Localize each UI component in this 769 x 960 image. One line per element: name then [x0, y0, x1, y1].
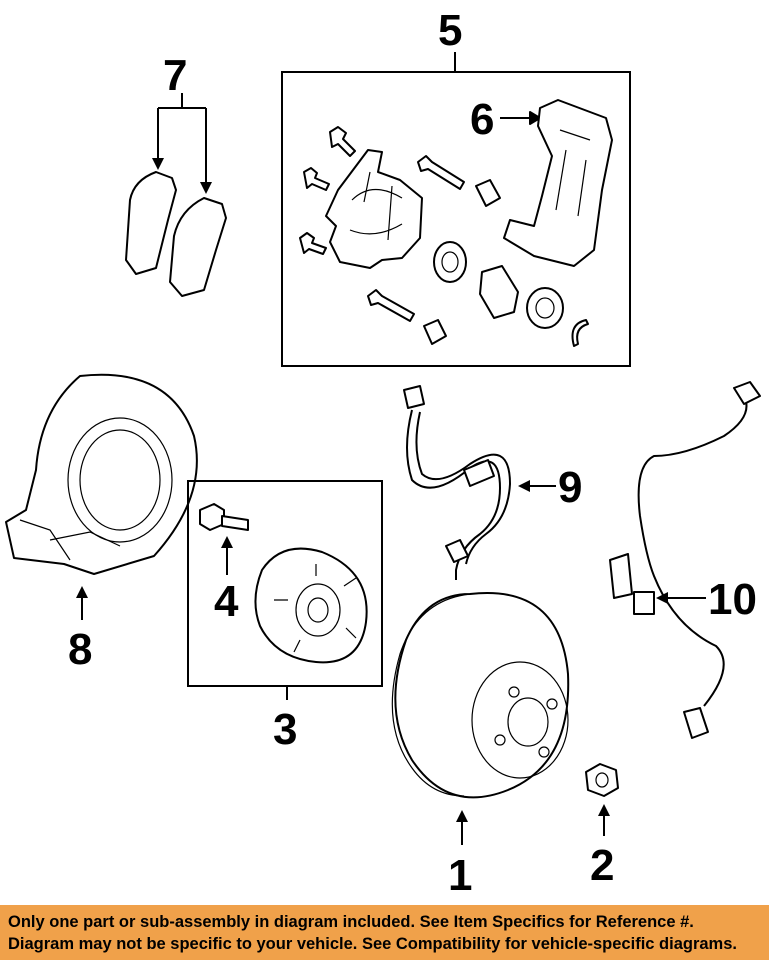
hub-assembly-box	[187, 480, 383, 687]
brake-pads-group: 7	[125, 51, 227, 297]
hub-assembly-group: 4 3	[187, 480, 383, 754]
brake-rotor-group: 1	[391, 592, 570, 900]
lug-nut	[585, 763, 619, 797]
caliper-assembly-box	[281, 71, 631, 367]
abs-sensor-wire	[637, 395, 748, 707]
slide-pins	[367, 155, 465, 322]
callout-9: 9	[558, 463, 582, 512]
callout-6: 6	[470, 95, 494, 144]
caliper-body	[325, 149, 423, 269]
callout-3: 3	[273, 705, 297, 754]
caliper-assembly-group: 5 6	[281, 6, 631, 367]
piston-seal-set	[433, 241, 589, 347]
splash-shield-group: 8	[5, 373, 198, 674]
brake-hose-group: 9	[403, 385, 582, 580]
callout-8: 8	[68, 625, 92, 674]
callout-1: 1	[448, 851, 472, 900]
callout-10: 10	[708, 575, 757, 624]
caliper-bolts	[299, 126, 356, 255]
brake-rotor	[394, 592, 570, 799]
pin-boot-upper	[475, 179, 501, 207]
callout-2: 2	[590, 841, 614, 890]
disclaimer-line-1: Only one part or sub-assembly in diagram…	[8, 913, 694, 931]
brake-parts-diagram: 5 6	[5, 6, 761, 900]
callout-7: 7	[163, 51, 187, 100]
wheel-hub	[254, 547, 368, 664]
brake-pad-outer	[169, 197, 227, 297]
disclaimer-banner: Only one part or sub-assembly in diagram…	[0, 905, 769, 960]
brake-hose	[406, 409, 502, 580]
hub-bolt	[199, 503, 225, 531]
pin-boot-lower	[423, 319, 447, 345]
lug-nut-group: 2	[585, 763, 619, 890]
abs-sensor-group: 10	[609, 381, 761, 739]
callout-4: 4	[214, 577, 239, 626]
caliper-bracket	[503, 99, 613, 267]
brake-pad-inner	[125, 171, 177, 275]
callout-5: 5	[438, 6, 462, 55]
splash-shield	[5, 373, 198, 575]
disclaimer-line-2: Diagram may not be specific to your vehi…	[8, 935, 737, 953]
